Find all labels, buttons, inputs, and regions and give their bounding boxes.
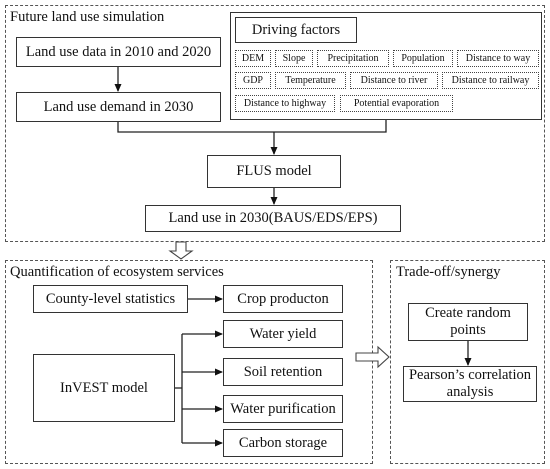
tradeoff-region [390, 260, 545, 464]
crop-production-box: Crop producton [223, 285, 343, 313]
soil-retention-box: Soil retention [223, 358, 343, 386]
factor-distance-to-highway: Distance to highway [235, 95, 335, 112]
future-section-title: Future land use simulation [10, 9, 165, 25]
factor-gdp: GDP [235, 72, 271, 89]
water-yield-box: Water yield [223, 320, 343, 348]
factor-distance-to-railway: Distance to railway [442, 72, 539, 89]
hollow-arrow-down [168, 241, 194, 260]
land-use-demand-box: Land use demand in 2030 [16, 92, 221, 122]
driving-factors-panel: Driving factors DEM Slope Precipitation … [230, 12, 542, 120]
factor-distance-to-river: Distance to river [350, 72, 438, 89]
factor-dem: DEM [235, 50, 271, 67]
factor-population: Population [393, 50, 453, 67]
connector-demand-down [117, 120, 387, 133]
factor-precipitation: Precipitation [317, 50, 389, 67]
pearson-box: Pearson’s correlation analysis [403, 366, 537, 402]
future-land-use-region [5, 5, 545, 242]
random-points-box: Create random points [408, 303, 528, 341]
driving-factors-title: Driving factors [235, 17, 357, 43]
factor-slope: Slope [275, 50, 313, 67]
tradeoff-section-title: Trade-off/synergy [396, 264, 501, 280]
quantification-section-title: Quantification of ecosystem services [10, 264, 224, 280]
land-use-data-box: Land use data in 2010 and 2020 [16, 37, 221, 67]
invest-model-box: InVEST model [33, 354, 175, 422]
hollow-arrow-right [355, 345, 390, 369]
quantification-region [5, 260, 373, 464]
factor-distance-to-way: Distance to way [457, 50, 539, 67]
factor-potential-evaporation: Potential evaporation [340, 95, 453, 112]
water-purification-box: Water purification [223, 395, 343, 423]
land-use-2030-box: Land use in 2030(BAUS/EDS/EPS) [145, 205, 401, 232]
carbon-storage-box: Carbon storage [223, 429, 343, 457]
county-statistics-box: County-level statistics [33, 285, 188, 313]
factor-temperature: Temperature [275, 72, 346, 89]
flus-model-box: FLUS model [207, 155, 341, 188]
